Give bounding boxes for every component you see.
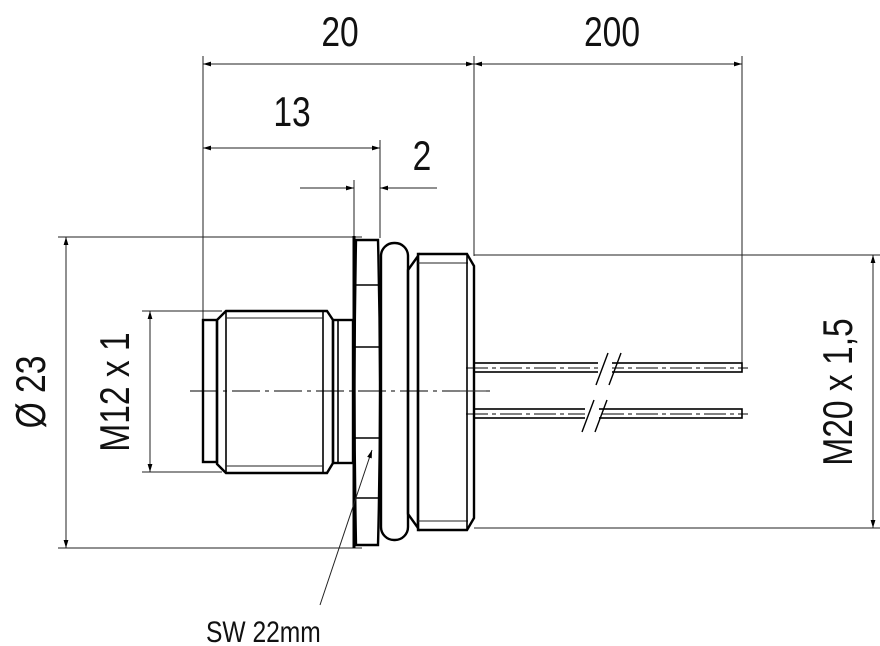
dim-front-length: 13: [273, 90, 310, 136]
break-marks: [581, 352, 622, 433]
front-thread-body: [215, 309, 335, 475]
dim-front-thread: M12 x 1: [93, 332, 139, 451]
dim-rear-thread: M20 x 1,5: [816, 318, 862, 465]
wrench-size-leader: [319, 449, 373, 606]
wrench-size-label: SW 22mm: [206, 615, 321, 646]
dim-overall-length: 20: [321, 10, 358, 56]
hex-nut: [352, 236, 382, 548]
collar: [406, 252, 420, 532]
dim-panel-thickness: 2: [413, 134, 432, 180]
extension-lines: [58, 56, 880, 549]
connector-body: [201, 236, 476, 548]
wire-leads: [460, 352, 748, 433]
dimension-lines: [63, 61, 876, 548]
rear-housing: [416, 252, 476, 532]
dim-wire-length: 200: [584, 10, 640, 56]
dim-diameter: Ø 23: [9, 356, 55, 429]
